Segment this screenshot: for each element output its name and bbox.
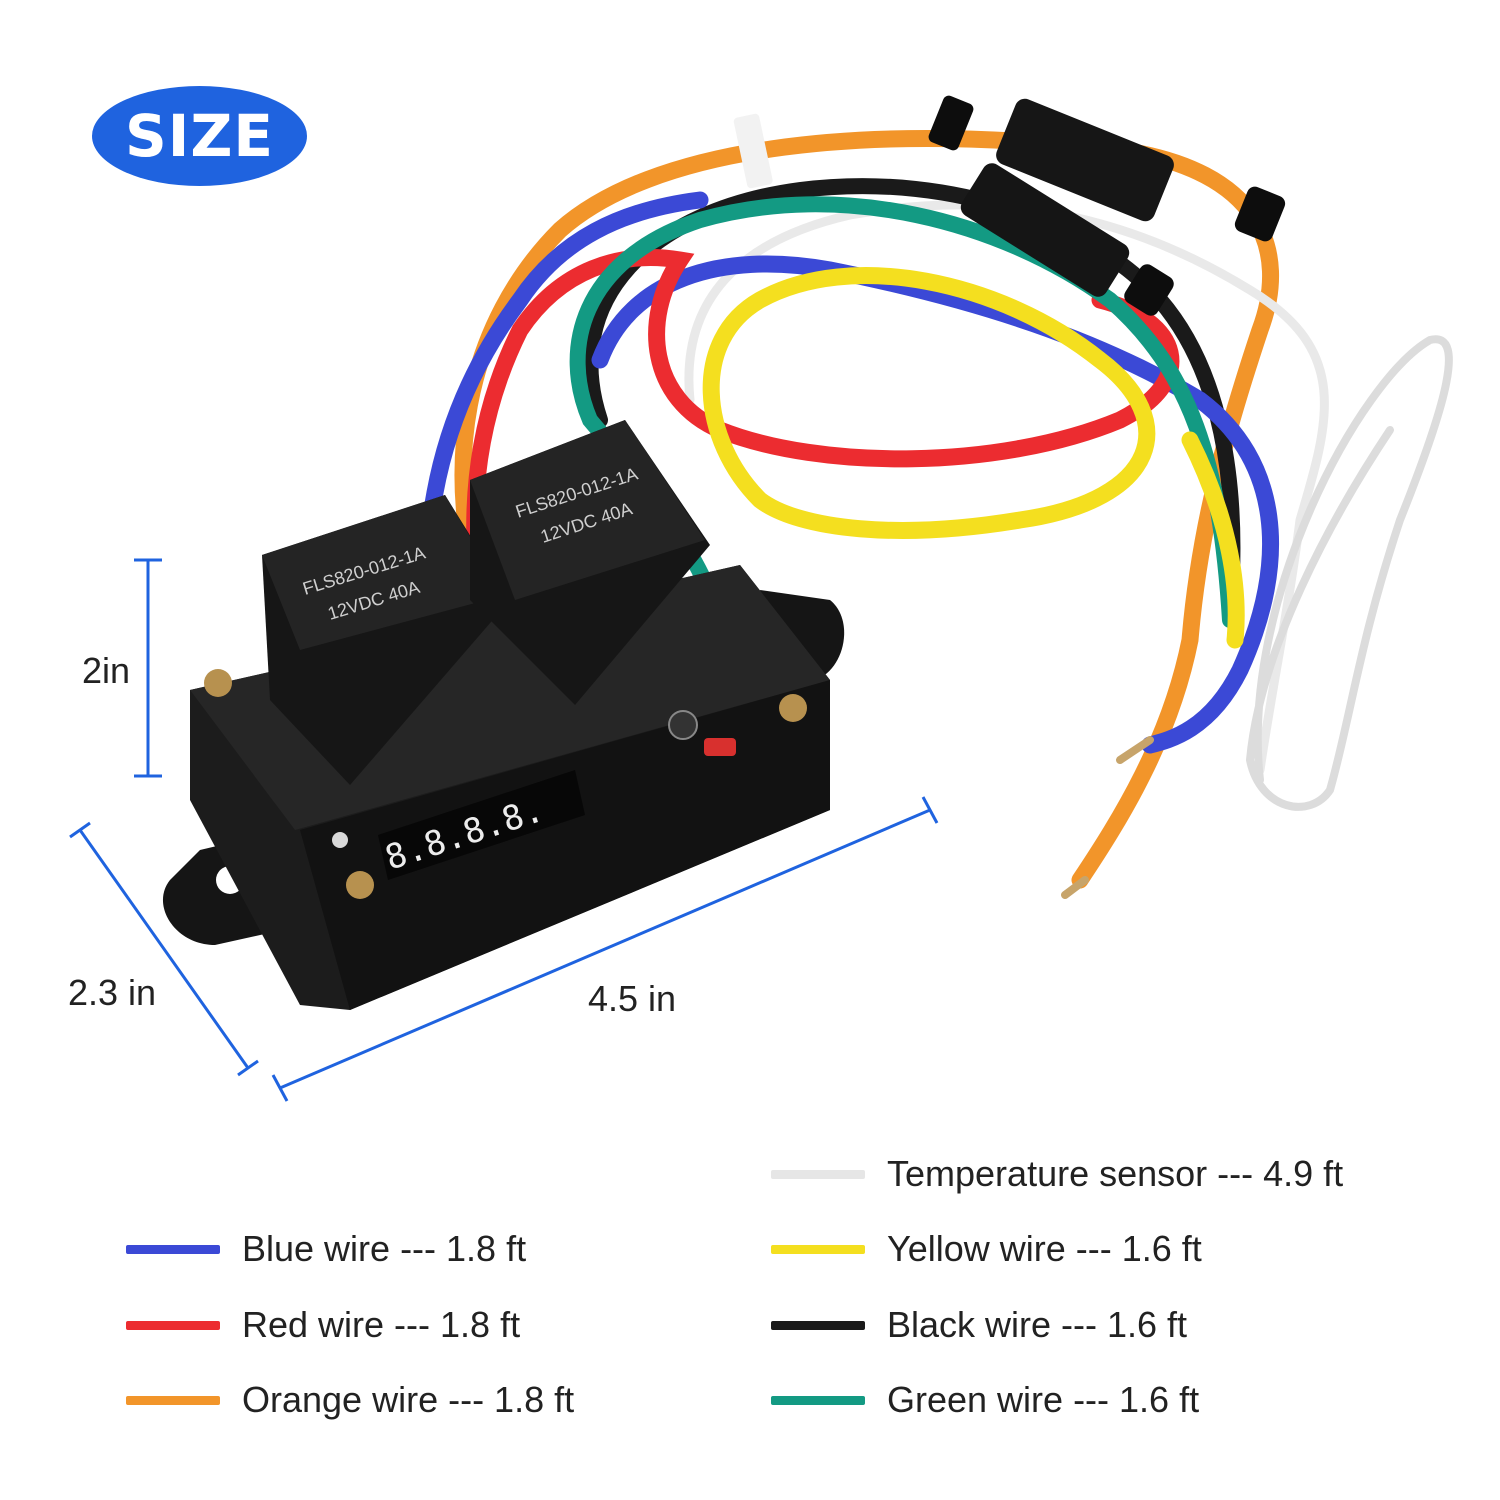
legend-label: Yellow wire --- 1.6 ft xyxy=(887,1228,1202,1269)
legend-label: Green wire --- 1.6 ft xyxy=(887,1379,1200,1420)
legend-label: Temperature sensor --- 4.9 ft xyxy=(887,1153,1344,1194)
relay-left: FLS820-012-1A 12VDC 40A xyxy=(262,495,510,785)
green-swatch xyxy=(771,1395,865,1405)
height-label: 2in xyxy=(82,650,131,691)
white-coil xyxy=(1245,335,1453,811)
legend-item-yellow: Yellow wire --- 1.6 ft xyxy=(771,1228,1202,1270)
depth-label: 2.3 in xyxy=(68,972,157,1013)
red-wire xyxy=(466,249,1180,769)
legend-item-temperature-sensor: Temperature sensor --- 4.9 ft xyxy=(771,1153,1343,1195)
white-swatch xyxy=(771,1169,865,1179)
legend-item-black: Black wire --- 1.6 ft xyxy=(771,1304,1187,1346)
legend-item-green: Green wire --- 1.6 ft xyxy=(771,1379,1199,1421)
fuse-holders xyxy=(733,95,1286,316)
yellow-swatch xyxy=(771,1244,865,1254)
white-sensor-wire xyxy=(684,200,1329,775)
orange-swatch xyxy=(126,1395,220,1405)
legend-label: Red wire --- 1.8 ft xyxy=(242,1304,521,1345)
black-swatch xyxy=(771,1320,865,1330)
wire-bundle xyxy=(418,130,1453,899)
stripped-ends xyxy=(1061,736,1154,899)
size-badge: SIZE xyxy=(92,86,307,186)
red-swatch xyxy=(126,1320,220,1330)
blue-swatch xyxy=(126,1244,220,1254)
legend-label: Black wire --- 1.6 ft xyxy=(887,1304,1188,1345)
legend-label: Orange wire --- 1.8 ft xyxy=(242,1379,575,1420)
legend-item-red: Red wire --- 1.8 ft xyxy=(126,1304,520,1346)
legend-item-orange: Orange wire --- 1.8 ft xyxy=(126,1379,574,1421)
orange-wire xyxy=(454,130,1280,889)
legend-item-blue: Blue wire --- 1.8 ft xyxy=(126,1228,526,1270)
legend-label: Blue wire --- 1.8 ft xyxy=(242,1228,527,1269)
width-label: 4.5 in xyxy=(588,978,677,1019)
relay-right: FLS820-012-1A 12VDC 40A xyxy=(470,420,710,705)
yellow-wire xyxy=(702,267,1245,649)
dimension-lines xyxy=(69,558,939,1102)
